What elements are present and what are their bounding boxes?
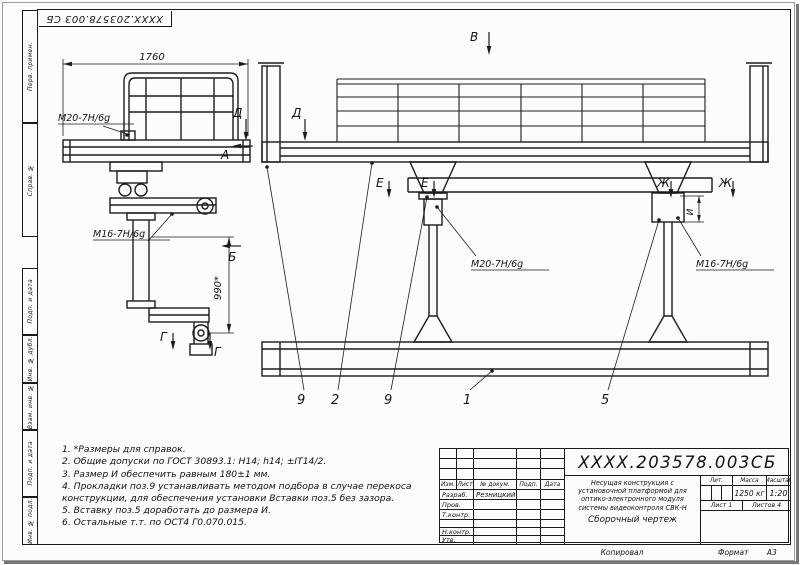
signature-row-utv: Утв. — [440, 536, 564, 544]
scale-header: Масштаб — [767, 477, 790, 484]
margin-field-podp-data-1: Подп. и дата — [22, 268, 38, 335]
signer-name: Резницкий — [476, 490, 517, 499]
title-block-signature-table: Изм. Лист № докум. Подп. Дата Разраб. Ре… — [440, 449, 565, 544]
technical-note: 4. Прокладки поз.9 устанавливать методом… — [62, 481, 412, 504]
thread-callout-m20-front: М20-7Н/6g — [471, 259, 523, 270]
signature-row-tkontr: Т.контр. — [440, 510, 564, 520]
section-label-d1: Д — [232, 106, 242, 120]
dim-i-label: И — [686, 208, 696, 215]
position-number-9b: 9 — [384, 393, 392, 408]
position-number-1: 1 — [463, 393, 471, 408]
title-block: Изм. Лист № докум. Подп. Дата Разраб. Ре… — [439, 448, 790, 544]
section-label-g1: Г — [160, 330, 168, 344]
col-list: Лист — [457, 480, 474, 489]
thread-callout-m16-front: М16-7Н/6g — [696, 259, 748, 270]
col-podp: Подп. — [517, 480, 541, 489]
signature-row-nkontr: Н.контр. — [440, 528, 564, 536]
dim-height-label: 990* — [213, 276, 224, 300]
change-row — [440, 459, 564, 469]
margin-field-perv-primen: Перв. примен. — [22, 10, 38, 123]
front-view-geometry — [258, 62, 772, 377]
signer-name — [474, 528, 517, 535]
document-designation: ХХХХ.203578.003СБ — [565, 449, 790, 476]
change-row — [440, 449, 564, 459]
role-label: Пров. — [440, 500, 474, 509]
format-label: Формат — [718, 548, 749, 557]
section-label-e1: Е — [376, 176, 384, 190]
margin-field-vzam-inv: Взам. инв. № — [22, 383, 38, 430]
technical-note: 2. Общие допуски по ГОСТ 30893.1: Н14; h… — [62, 456, 327, 468]
paper-shadow-right — [796, 4, 799, 564]
technical-note: 1. *Размеры для справок. — [62, 444, 186, 455]
col-doc: № докум. — [474, 480, 517, 489]
sheet-cell: Лист 1 — [701, 501, 743, 510]
lit-cells — [701, 486, 733, 500]
thread-callout-m20-side: М20-7Н/6g — [58, 113, 110, 124]
title-block-right-columns: Лит. Масса Масштаб 1250 кг 1:20 Лист 1 Л… — [700, 476, 790, 544]
signature-row-razrab: Разраб. Резницкий — [440, 490, 564, 500]
role-label: Н.контр. — [440, 528, 474, 535]
guardrail-geometry — [336, 78, 706, 142]
signer-name — [474, 536, 517, 544]
margin-field-sprav-no: Справ. № — [22, 123, 38, 237]
mass-value: 1250 кг — [733, 486, 767, 500]
thread-callout-m16-side: М16-7Н/6g — [93, 229, 145, 240]
position-number-9a: 9 — [297, 393, 305, 408]
format-cell: Формат А3 — [718, 548, 777, 557]
col-izm: Изм. — [440, 480, 457, 489]
signature-row-blank — [440, 520, 564, 528]
role-label: Разраб. — [440, 490, 474, 499]
technical-note: 3. Размер И обеспечить равным 180±1 мм. — [62, 468, 271, 480]
role-label: Утв. — [440, 536, 474, 544]
designation-inverted-box: ХХХХ.203578.003 СБ — [39, 11, 172, 27]
view-label-b: Б — [228, 250, 236, 264]
side-view-geometry — [62, 72, 251, 356]
signer-name — [474, 500, 517, 509]
product-name: Несущая конструкция с установочной платф… — [578, 479, 687, 512]
position-number-2: 2 — [331, 393, 339, 408]
view-arrow-stems — [172, 32, 734, 342]
signature-row-prov: Пров. — [440, 500, 564, 510]
section-label-g2: Г — [214, 345, 222, 359]
margin-field-inv-podl: Инв. № подл. — [22, 497, 38, 545]
col-date: Дата — [544, 481, 561, 488]
change-row — [440, 469, 564, 480]
lit-header: Лит. — [701, 476, 733, 485]
view-label-v: В — [470, 30, 478, 44]
header-row: Изм. Лист № докум. Подп. Дата — [440, 480, 564, 490]
product-name-cell: Несущая конструкция с установочной платф… — [565, 476, 700, 544]
dimension-and-leader-lines — [58, 59, 774, 391]
role-label: Т.контр. — [440, 510, 474, 519]
sheets-cell: Листов 4 — [751, 502, 782, 509]
position-number-5: 5 — [601, 393, 609, 408]
section-label-e2: Е — [421, 176, 429, 190]
signer-name — [474, 510, 517, 519]
dim-length-label: 1760 — [139, 52, 164, 63]
section-label-zh1: Ж — [656, 176, 671, 190]
margin-field-inv-dubl: Инв. № дубл. — [22, 335, 38, 383]
technical-notes: 1. *Размеры для справок. 2. Общие допуск… — [62, 444, 454, 530]
drawing-labels: 1760 990* И М20-7Н/6g М16-7Н/6g М20-7Н/6… — [58, 30, 748, 408]
technical-note: 5. Вставку поз.5 доработать до размера И… — [62, 505, 271, 517]
organization-cell — [701, 511, 790, 544]
technical-note: 6. Остальные т.т. по ОСТ4 Г0.070.015. — [62, 517, 247, 529]
view-label-a: А — [220, 148, 229, 162]
paper-shadow-bottom — [4, 561, 799, 564]
document-type: Сборочный чертеж — [588, 514, 677, 525]
section-label-zh2: Ж — [718, 176, 733, 190]
arrowheads-and-leader-dots — [63, 46, 736, 373]
mass-header: Масса — [733, 476, 767, 485]
margin-field-podp-data-2: Подп. и дата — [22, 430, 38, 497]
format-value: А3 — [766, 548, 777, 557]
copied-label: Копировал — [600, 548, 644, 557]
section-label-d2: Д — [291, 106, 301, 120]
scale-value: 1:20 — [769, 488, 788, 498]
